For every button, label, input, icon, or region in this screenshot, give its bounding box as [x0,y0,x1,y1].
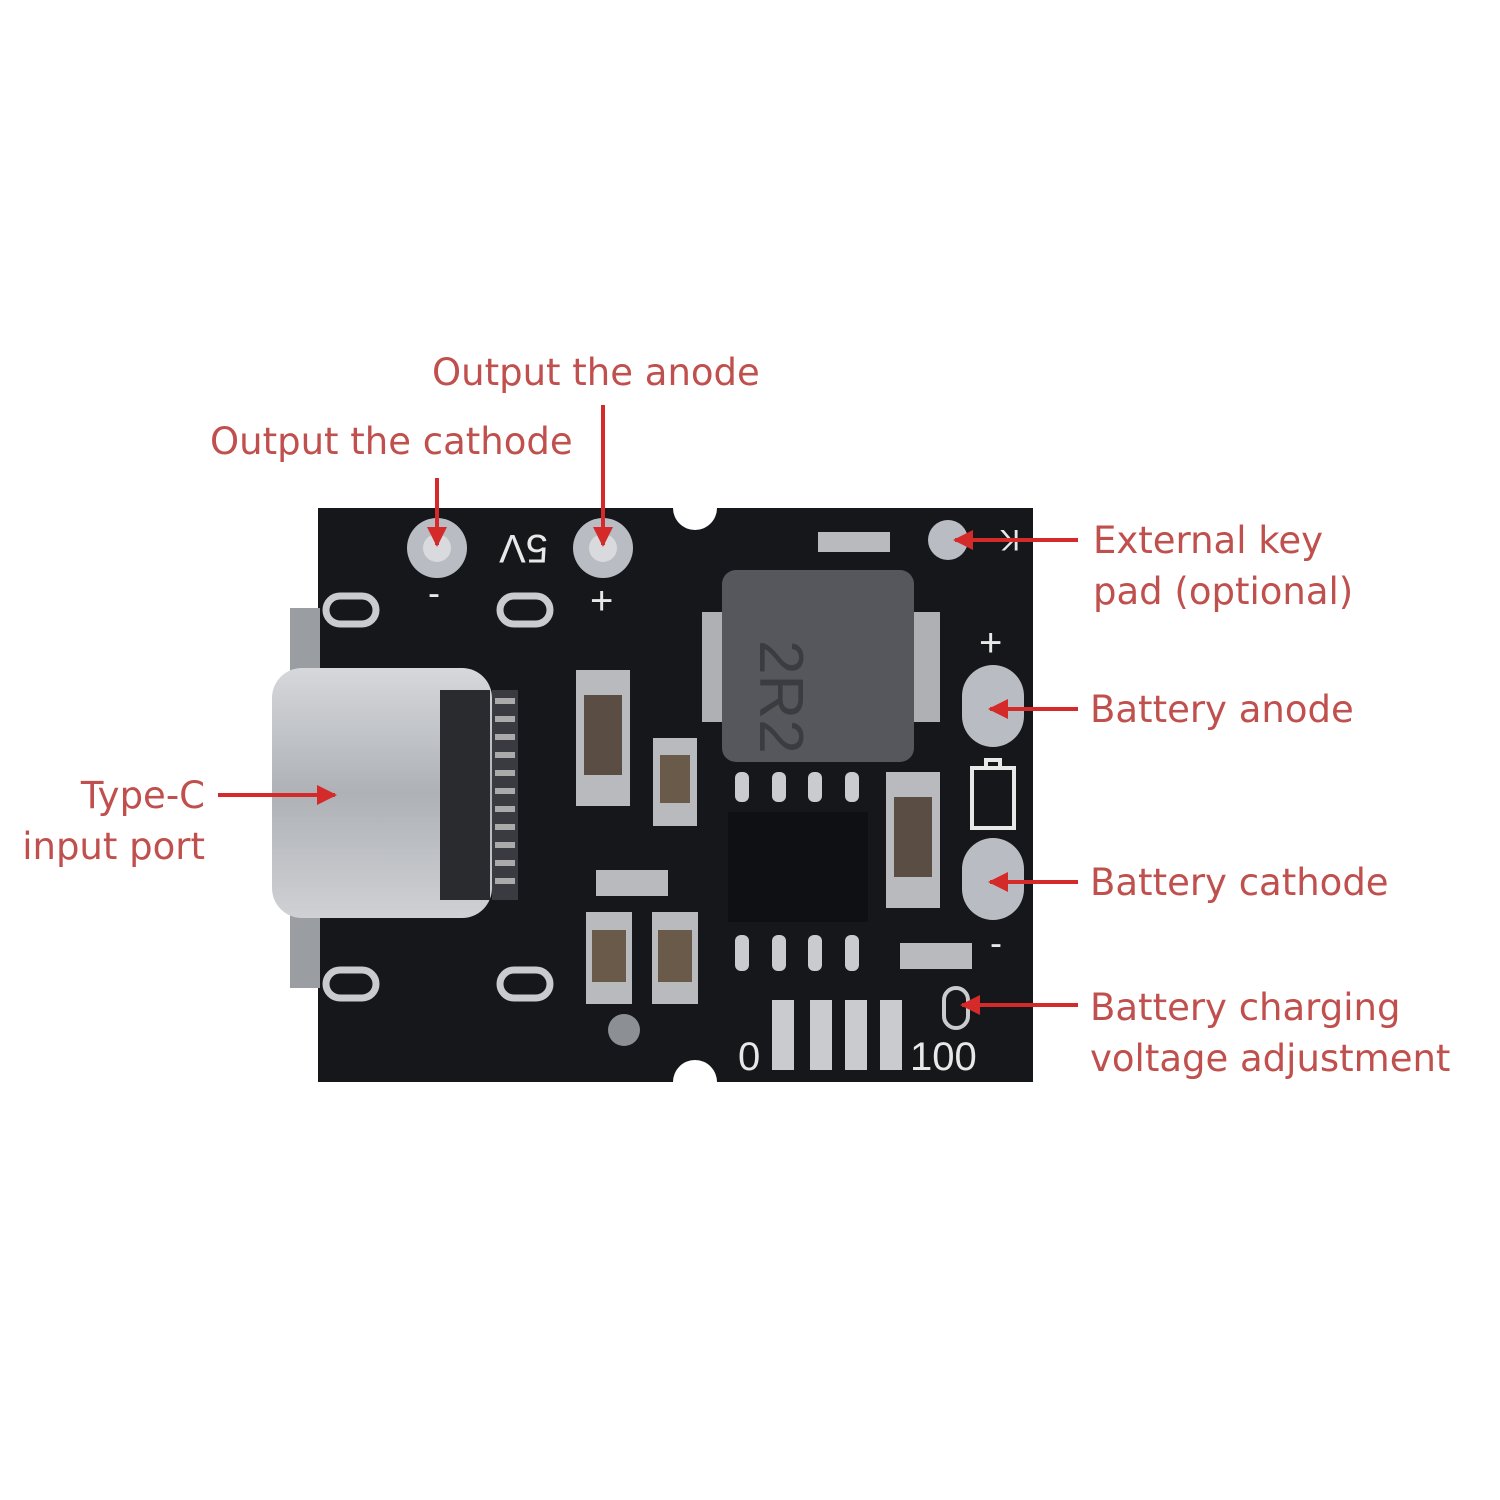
mounting-slots [322,592,554,1002]
battery-anode-pad [962,665,1024,747]
label-battery-anode: Battery anode [1090,688,1354,731]
label-charging-line2: voltage adjustment [1090,1037,1450,1080]
silk-5v: 5V [499,526,548,570]
silk-scale-max: 100 [910,1035,977,1079]
label-battery-cathode: Battery cathode [1090,861,1389,904]
battery-icon [970,758,1016,830]
label-external-key-line2: pad (optional) [1093,570,1353,613]
label-charging-line1: Battery charging [1090,986,1400,1029]
silk-output-minus: - [428,572,440,613]
label-typec-line2: input port [22,825,205,868]
silk-output-plus: + [590,579,613,623]
capacitors [576,532,972,1004]
test-pad [608,1014,640,1046]
label-output-cathode: Output the cathode [210,420,573,463]
silk-battery-minus: - [990,922,1002,963]
ic-chip [728,772,868,971]
silk-inductor-marking: 2R2 [746,640,815,754]
usb-type-c-connector [272,608,518,988]
label-output-anode: Output the anode [432,351,760,394]
label-external-key-line1: External key [1093,519,1323,562]
inductor: 2R2 [702,570,940,762]
silk-battery-plus: + [979,621,1002,665]
silk-scale-min: 0 [738,1035,760,1079]
label-typec-line1: Type-C [80,774,205,817]
charge-leds [772,1000,902,1070]
battery-cathode-pad [962,838,1024,920]
callout-arrows [218,405,1078,1015]
